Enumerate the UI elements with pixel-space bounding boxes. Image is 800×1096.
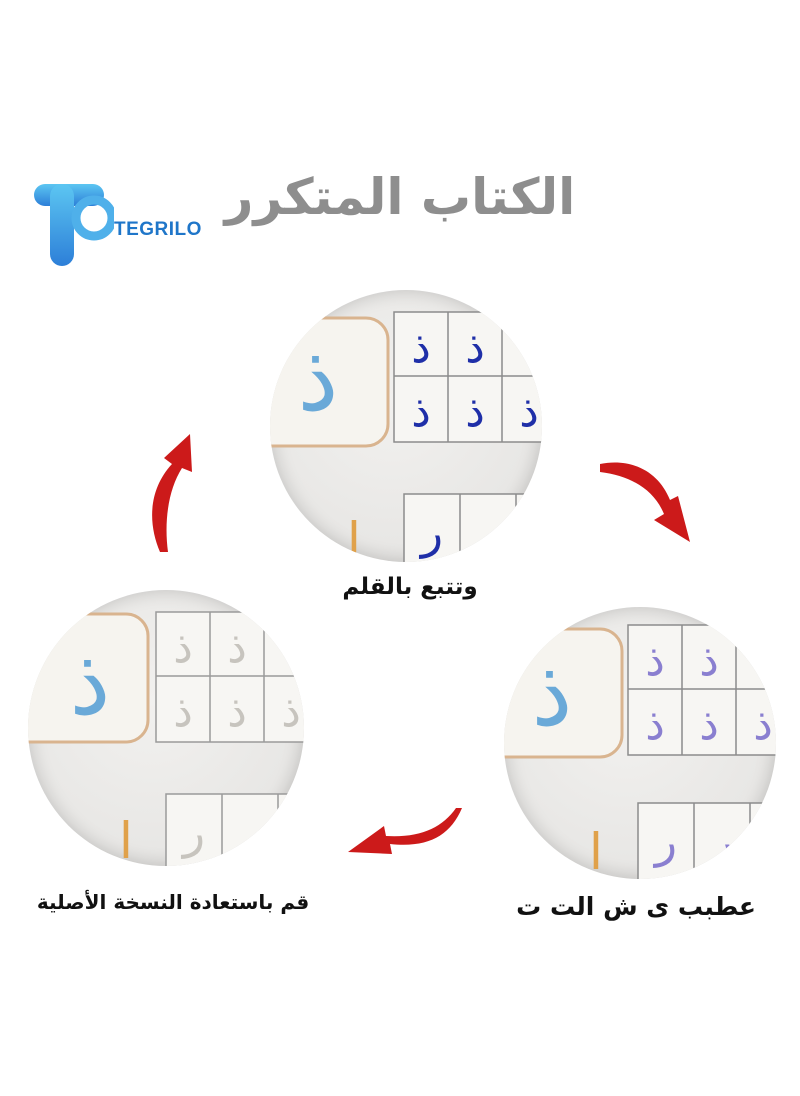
svg-text:ذ: ذ <box>227 686 247 737</box>
svg-text:ر: ر <box>653 814 677 868</box>
svg-text:ذ: ذ <box>173 686 193 737</box>
tracing-book-closeup-2: ذ ذ ذ ذ ذ ذ ر ر ا <box>504 624 776 879</box>
svg-text:ذ: ذ <box>411 322 431 373</box>
arrow-down-right-icon <box>600 462 690 542</box>
svg-text:ذ: ذ <box>227 622 247 673</box>
page-title: الكتاب المتكرر <box>224 168 576 226</box>
tracing-book-closeup-3: ذ ذ ذ ذ ذ ذ ر ر ا <box>28 611 304 866</box>
arrow-up-icon <box>152 434 192 552</box>
svg-text:ر: ر <box>709 814 733 868</box>
svg-text:ذ: ذ <box>645 699 665 750</box>
tp-logo-icon <box>34 184 117 266</box>
step-1-caption: وتتبع بالقلم <box>342 574 478 600</box>
svg-text:ذ: ذ <box>173 622 193 673</box>
svg-text:ر: ر <box>475 505 499 559</box>
step-2-image: ذ ذ ذ ذ ذ ذ ر ر ا <box>504 607 776 879</box>
svg-text:ذ: ذ <box>411 386 431 437</box>
svg-text:ر: ر <box>181 805 205 859</box>
svg-text:ذ: ذ <box>753 699 773 750</box>
svg-text:ذ: ذ <box>298 325 339 432</box>
svg-text:ا: ا <box>347 512 361 562</box>
svg-text:ر: ر <box>237 805 261 859</box>
svg-text:ا: ا <box>119 812 133 866</box>
step-3-caption: قم باستعادة النسخة الأصلية <box>36 890 310 914</box>
brand-logo: TEGRILO <box>30 178 201 270</box>
step-3-image: ذ ذ ذ ذ ذ ذ ر ر ا <box>28 590 304 866</box>
svg-text:ر: ر <box>419 505 443 559</box>
svg-text:ذ: ذ <box>532 640 573 747</box>
svg-text:ذ: ذ <box>519 386 539 437</box>
step-2-caption: عطبب ى ش الت ت <box>516 892 756 921</box>
tracing-book-closeup-1: ذ ذ ذ ذ ذ ذ ر ر ا <box>270 311 542 562</box>
svg-text:ا: ا <box>589 823 603 879</box>
arrow-left-icon <box>348 808 462 854</box>
svg-text:ذ: ذ <box>645 635 665 686</box>
svg-text:ذ: ذ <box>699 699 719 750</box>
svg-text:ذ: ذ <box>699 635 719 686</box>
brand-name: TEGRILO <box>114 219 202 240</box>
svg-text:ذ: ذ <box>465 322 485 373</box>
svg-text:ذ: ذ <box>281 686 301 737</box>
step-1-image: ذ ذ ذ ذ ذ ذ ر ر ا <box>270 290 542 562</box>
svg-text:ذ: ذ <box>465 386 485 437</box>
svg-text:ذ: ذ <box>70 629 111 736</box>
